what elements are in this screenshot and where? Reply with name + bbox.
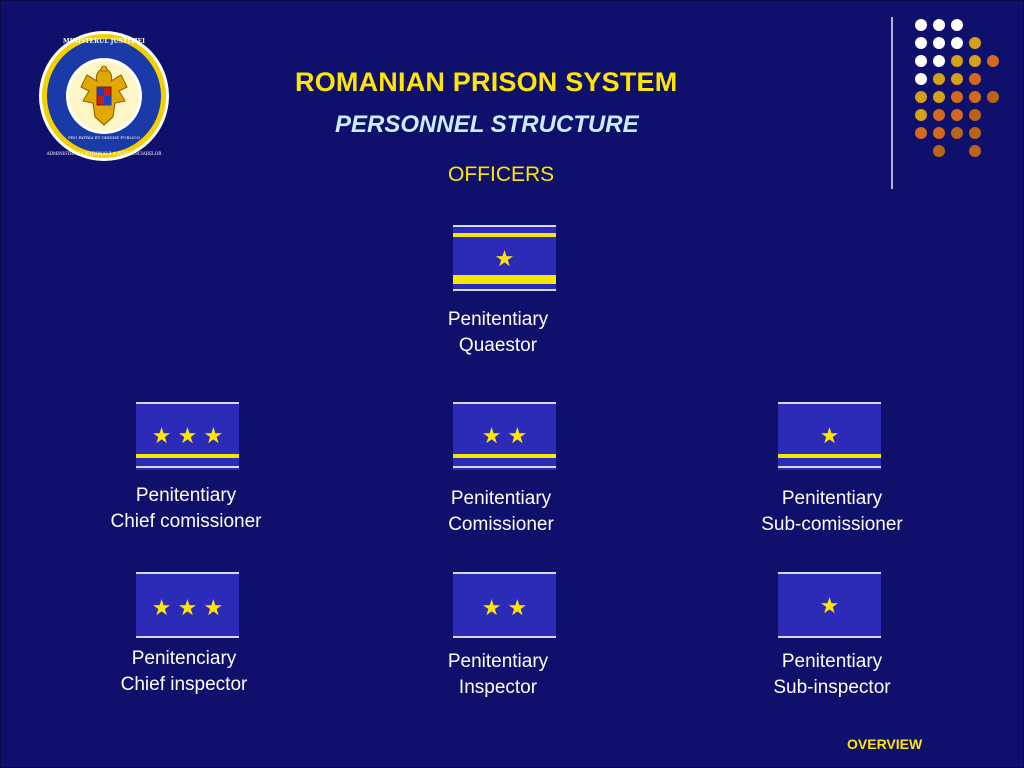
emblem-bottom-text: ADMINISTRAȚIA NAȚIONALĂ A PENITENCIARELO… xyxy=(46,151,163,157)
decor-dot xyxy=(915,19,927,31)
decor-dot xyxy=(951,73,963,85)
decor-dot xyxy=(933,37,945,49)
insignia-quaestor: ★ xyxy=(453,225,556,291)
rank-label-chief-inspector: Penitenciary Chief inspector xyxy=(120,648,248,695)
insignia-sub-inspector: ★ xyxy=(778,572,881,638)
decor-dot xyxy=(951,127,963,139)
decor-dot xyxy=(969,91,981,103)
decor-dot xyxy=(951,19,963,31)
decor-dot xyxy=(933,73,945,85)
decorative-divider xyxy=(891,17,893,189)
decor-dot xyxy=(951,91,963,103)
decor-dot xyxy=(933,19,945,31)
decor-dot xyxy=(915,109,927,121)
insignia-chief-commissioner: ★ ★ ★ xyxy=(136,402,239,470)
decorative-dot-grid xyxy=(905,15,1015,165)
decor-dot xyxy=(915,91,927,103)
rank-label-quaestor: Penitentiary Quaestor xyxy=(447,309,549,356)
star-icon: ★ xyxy=(819,593,840,618)
decor-dot xyxy=(969,127,981,139)
page-subtitle: PERSONNEL STRUCTURE xyxy=(335,111,639,138)
rank-label-sub-commissioner: Penitentiary Sub-comissioner xyxy=(761,488,903,535)
star-icon: ★ xyxy=(819,423,840,448)
decor-dot xyxy=(915,127,927,139)
decor-dot xyxy=(969,109,981,121)
section-heading: OFFICERS xyxy=(448,163,555,186)
insignia-commissioner: ★ ★ xyxy=(453,402,556,470)
decor-dot xyxy=(933,145,945,157)
star-icon: ★ ★ ★ xyxy=(151,595,224,620)
rank-label-chief-commissioner: Penitentiary Chief comissioner xyxy=(110,485,262,532)
insignia-chief-inspector: ★ ★ ★ xyxy=(136,572,239,638)
star-icon: ★ ★ xyxy=(481,595,528,620)
star-icon: ★ xyxy=(494,246,515,271)
decor-dot xyxy=(969,145,981,157)
decor-dot xyxy=(969,55,981,67)
emblem-motto: PRO PATRIA ET ORDINE PUBLICO xyxy=(68,135,141,140)
decor-dot xyxy=(933,55,945,67)
decor-dot xyxy=(933,109,945,121)
page-title: ROMANIAN PRISON SYSTEM xyxy=(295,67,678,97)
rank-label-sub-inspector: Penitentiary Sub-inspector xyxy=(773,651,891,698)
decor-dot xyxy=(915,73,927,85)
rank-label-inspector: Penitentiary Inspector xyxy=(447,651,549,698)
decor-dot xyxy=(933,127,945,139)
decor-dot xyxy=(915,37,927,49)
decor-dot xyxy=(987,55,999,67)
overview-link[interactable]: OVERVIEW xyxy=(847,736,923,752)
star-icon: ★ ★ xyxy=(481,423,528,448)
insignia-inspector: ★ ★ xyxy=(453,572,556,638)
decor-dot xyxy=(987,91,999,103)
decor-dot xyxy=(951,109,963,121)
rank-label-commissioner: Penitentiary Comissioner xyxy=(448,488,554,535)
decor-dot xyxy=(933,91,945,103)
decor-dot xyxy=(969,37,981,49)
insignia-sub-commissioner: ★ xyxy=(778,402,881,470)
prison-administration-emblem: MINISTERUL JUSTIȚIEI ADMINISTRAȚIA NAȚIO… xyxy=(39,31,169,161)
decor-dot xyxy=(915,55,927,67)
decor-dot xyxy=(951,55,963,67)
decor-dot xyxy=(969,73,981,85)
emblem-top-text: MINISTERUL JUSTIȚIEI xyxy=(63,38,145,45)
star-icon: ★ ★ ★ xyxy=(151,423,224,448)
decor-dot xyxy=(951,37,963,49)
